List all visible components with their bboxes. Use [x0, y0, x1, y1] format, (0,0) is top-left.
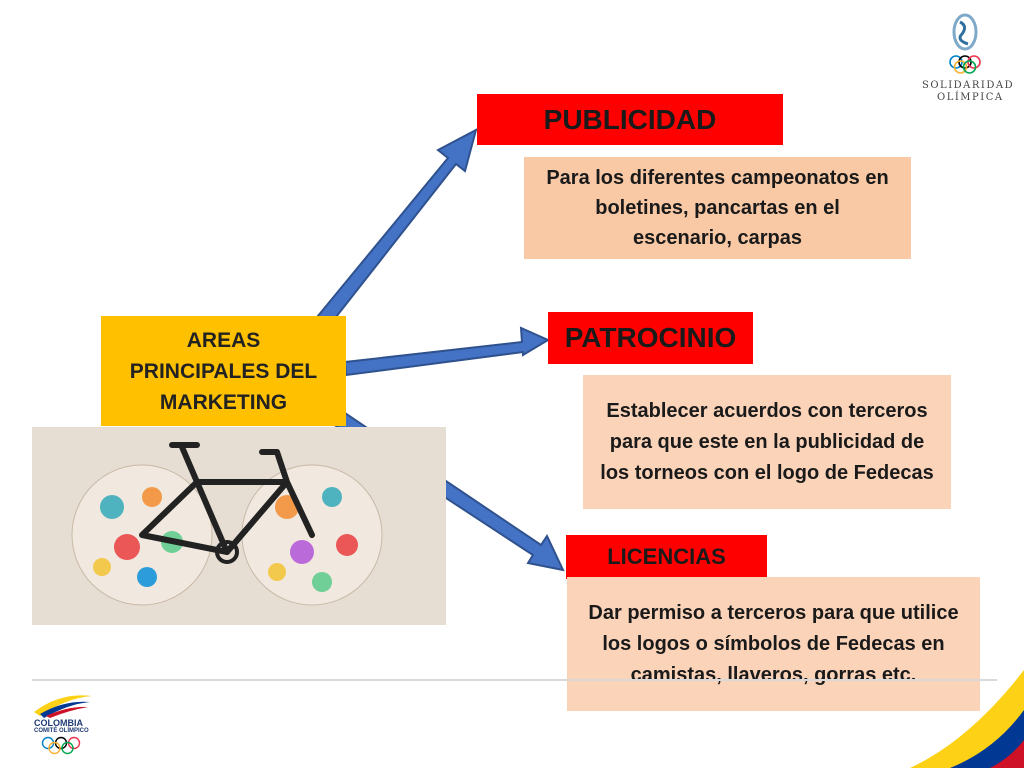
footer-divider — [32, 679, 997, 681]
patrocinio-title: PATROCINIO — [564, 322, 737, 353]
brand-top-line1: SOLIDARIDAD — [922, 80, 1015, 91]
publicidad-description: Para los diferentes campeonatos en bolet… — [546, 167, 889, 249]
center-label: AREAS PRINCIPALES DEL MARKETING — [129, 328, 318, 414]
bicycle-icon — [71, 442, 383, 606]
solidaridad-olimpica-icon — [949, 13, 981, 74]
colombia-flag-swoosh-icon — [34, 695, 92, 718]
publicidad-title-box: PUBLICIDAD — [477, 94, 783, 145]
patrocinio-description: Establecer acuerdos con terceros para qu… — [600, 399, 934, 484]
brand-top-line2: OLÍMPICA — [937, 92, 1004, 103]
licencias-title: LICENCIAS — [607, 544, 726, 569]
publicidad-title: PUBLICIDAD — [543, 103, 717, 135]
bicycle-illustration — [32, 427, 446, 625]
licencias-description-box: Dar permiso a terceros para que utilice … — [567, 577, 980, 711]
patrocinio-title-box: PATROCINIO — [548, 312, 753, 364]
brand-bottom-line1: COLOMBIA — [34, 718, 83, 728]
licencias-title-box: LICENCIAS — [566, 535, 767, 579]
solidaridad-olimpica-logo: SOLIDARIDAD OLÍMPICA — [918, 10, 1018, 106]
arrow-to-patrocinio — [343, 326, 551, 377]
patrocinio-description-box: Establecer acuerdos con terceros para qu… — [583, 375, 951, 509]
arrow-to-publicidad — [311, 128, 478, 333]
olympic-rings-icon — [41, 736, 81, 755]
colombia-comite-olimpico-logo: COLOMBIA COMITÉ OLÍMPICO — [30, 690, 100, 760]
center-box: AREAS PRINCIPALES DEL MARKETING — [101, 316, 346, 426]
publicidad-description-box: Para los diferentes campeonatos en bolet… — [524, 157, 911, 259]
brand-bottom-line2: COMITÉ OLÍMPICO — [34, 728, 89, 734]
decorative-color-swoosh — [910, 670, 1024, 768]
